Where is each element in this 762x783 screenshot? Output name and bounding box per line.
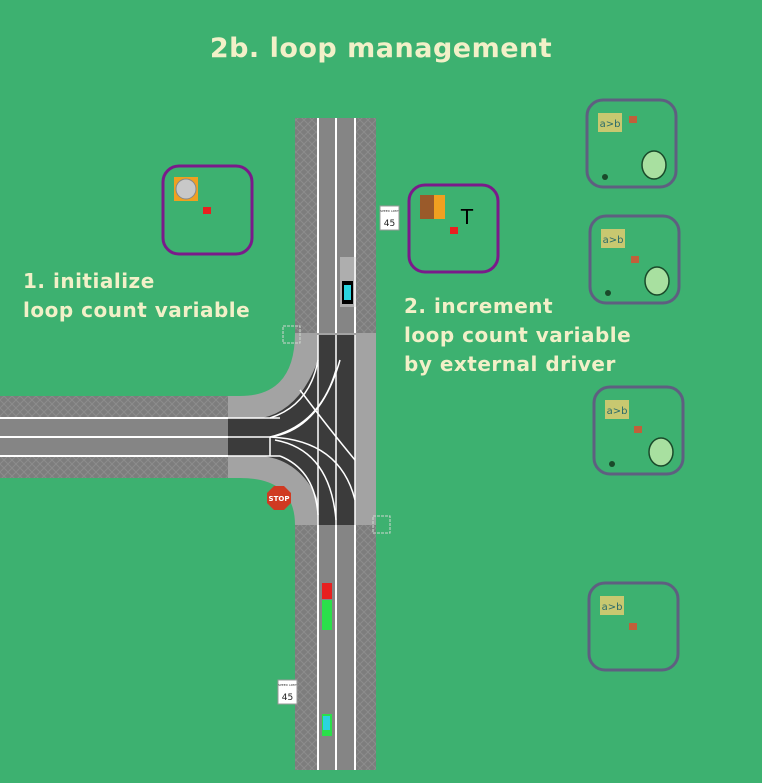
condition-block[interactable]: a>b [592,385,685,476]
tree-icon [644,266,670,296]
condition-label: a>b [600,119,621,130]
initialize-block[interactable] [161,164,254,256]
clock-icon [175,178,197,200]
condition-block[interactable]: a>b [587,581,680,672]
condition-blocks: a>b a>b a>b a>b [585,98,685,672]
vehicle-north[interactable] [340,257,356,307]
condition-label: a>b [602,602,623,613]
svg-text:45: 45 [282,693,293,703]
stop-sign-text: STOP [269,495,290,503]
svg-text:45: 45 [384,219,395,229]
step1-line1: 1. initialize [23,269,155,293]
condition-block[interactable]: a>b [588,214,681,305]
vehicle-south-1[interactable] [322,583,332,630]
step1-line2: loop count variable [23,298,251,322]
step2-line1: 2. increment [404,294,554,318]
svg-text:SPEED LIMIT: SPEED LIMIT [380,209,399,213]
condition-block[interactable]: a>b [585,98,678,189]
svg-text:SPEED LIMIT: SPEED LIMIT [278,683,297,687]
stop-sign-icon[interactable]: STOP [267,486,291,510]
condition-label: a>b [603,235,624,246]
t-icon: T [460,205,474,229]
step1-label: 1. initialize loop count variable [23,267,250,325]
step2-line2: loop count variable [404,323,632,347]
vehicle-south-2[interactable] [322,714,332,736]
condition-icon [598,113,622,132]
tree-icon [641,150,667,180]
condition-icon [605,400,629,419]
west-road [0,396,240,478]
step2-line3: by external driver [404,352,616,376]
increment-block[interactable]: T [407,183,500,274]
condition-label: a>b [607,406,628,417]
step2-label: 2. increment loop count variable by exte… [404,292,631,379]
page-title: 2b. loop management [209,33,553,64]
condition-icon [601,229,625,248]
speed-limit-sign-south[interactable]: SPEED LIMIT 45 [277,679,298,705]
tree-icon [648,437,674,467]
speed-limit-sign-north[interactable]: SPEED LIMIT 45 [379,205,400,231]
intersection [228,325,391,534]
condition-icon [600,596,624,615]
